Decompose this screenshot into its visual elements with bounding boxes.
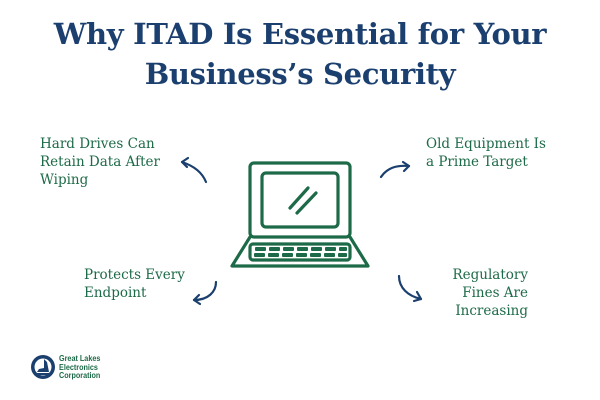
point-old-equipment-target: Old Equipment Is a Prime Target xyxy=(426,136,546,170)
point-hard-drives-retain-data: Hard Drives Can Retain Data After Wiping xyxy=(40,136,160,188)
great-lakes-logo-icon xyxy=(31,355,55,379)
arrow-bottom-right-icon xyxy=(397,274,423,303)
title-line-2: Business’s Security xyxy=(144,57,456,91)
arrow-top-left-icon xyxy=(180,156,208,184)
logo-text: Great Lakes Electronics Corporation xyxy=(59,353,101,381)
arrow-bottom-left-icon xyxy=(192,280,218,306)
laptop-icon xyxy=(230,161,370,268)
company-logo: Great Lakes Electronics Corporation xyxy=(30,354,108,380)
arrow-top-right-icon xyxy=(379,160,411,179)
point-protects-endpoint: Protects Every Endpoint xyxy=(84,267,185,301)
point-regulatory-fines: Regulatory Fines Are Increasing xyxy=(452,267,529,319)
page-title: Why ITAD Is Essential for Your Business’… xyxy=(0,14,600,94)
title-line-1: Why ITAD Is Essential for Your xyxy=(53,17,547,51)
